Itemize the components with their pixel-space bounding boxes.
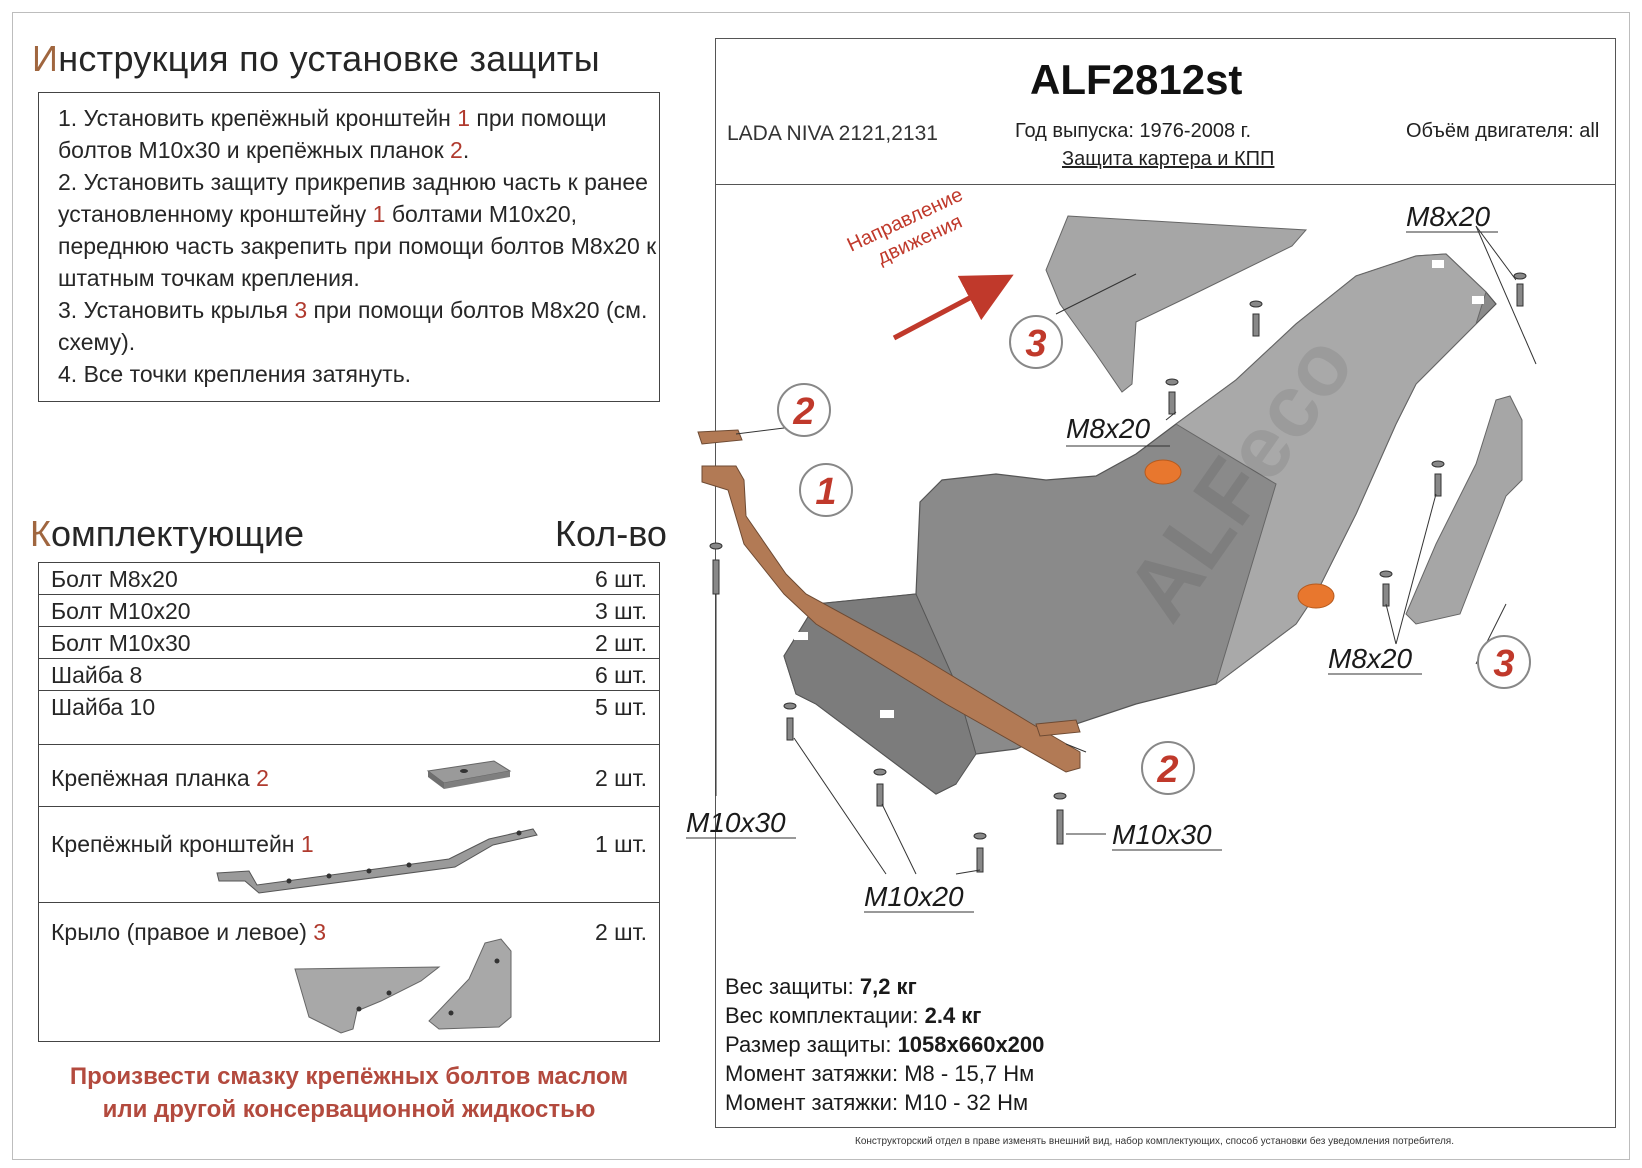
car-model: LADA NIVA 2121,2131 (727, 122, 938, 145)
lubrication-note: Произвести смазку крепёжных болтов масло… (69, 1063, 629, 1123)
bolt-label: M8x20 (1406, 201, 1490, 232)
specifications: Вес защиты: 7,2 кг Вес комплектации: 2.4… (725, 972, 1044, 1117)
table-row: Шайба 8 6 шт. (39, 659, 659, 691)
instruction-step: 1. Установить крепёжный кронштейн 1 при … (58, 105, 607, 163)
table-row: Болт М10х20 3 шт. (39, 595, 659, 627)
plate-thumbnail (426, 760, 512, 789)
part-name: Болт М10х30 (51, 630, 191, 656)
table-row: Крепёжная планка 2 2 шт. (39, 745, 659, 807)
instructions-box (38, 92, 660, 402)
product-subtitle: Защита картера и КПП (1062, 148, 1275, 170)
table-row: Болт М10х30 2 шт. (39, 627, 659, 659)
part-name: Болт М10х20 (51, 598, 191, 624)
part-name: Болт М8х20 (51, 566, 178, 592)
spec-size: Размер защиты: 1058х660х200 (725, 1032, 1045, 1057)
callout: 1 2 2 3 3 (777, 315, 1531, 795)
wing-right (1405, 395, 1523, 625)
wing-left (1045, 215, 1308, 393)
mounting-plate (1035, 719, 1081, 737)
page-frame (12, 12, 1630, 1160)
leader-lines (715, 225, 1537, 875)
spec-torque-m10: Момент затяжки: М10 - 32 Нм (725, 1090, 1029, 1115)
header-divider (716, 184, 1615, 185)
drain-pad (1144, 459, 1182, 485)
part-qty: 6 шт. (594, 662, 647, 688)
skid-plate (783, 253, 1497, 798)
part-qty: 3 шт. (594, 598, 647, 624)
table-row: Шайба 10 5 шт. (39, 691, 659, 745)
part-name: Крепёжный кронштейн 1 (51, 831, 314, 857)
part-qty: 1 шт. (594, 831, 647, 857)
bracket-thumbnail (216, 828, 538, 894)
instruction-step: 3. Установить крылья 3 при помощи болтов… (58, 297, 648, 355)
instruction-step: 2. Установить защиту прикрепив заднюю ча… (58, 169, 657, 291)
part-qty: 6 шт. (594, 566, 647, 592)
callout-number: 3 (1493, 643, 1514, 685)
disclaimer: Конструкторский отдел в праве изменять в… (855, 1136, 1454, 1147)
spec-kit-weight: Вес комплектации: 2.4 кг (725, 1003, 982, 1028)
part-name: Крепёжная планка 2 (51, 765, 269, 791)
parts-table: Болт М8х20 6 шт. Болт М10х20 3 шт. Болт … (38, 562, 660, 1042)
engine-volume: Объём двигателя: all (1406, 120, 1600, 142)
instructions-list: 1. Установить крепёжный кронштейн 1 при … (58, 102, 658, 390)
callout-number: 2 (792, 391, 814, 433)
production-years: Год выпуска: 1976-2008 г. (1015, 120, 1252, 142)
spec-torque-m8: Момент затяжки: М8 - 15,7 Нм (725, 1061, 1035, 1086)
spec-weight: Вес защиты: 7,2 кг (725, 974, 917, 999)
callout-number: 3 (1025, 323, 1046, 365)
bolt-label: M8x20 (1328, 643, 1412, 674)
fasteners (709, 272, 1527, 873)
callout-number: 2 (1156, 749, 1178, 791)
parts-title: Комплектующие (30, 513, 305, 554)
instruction-step: 4. Все точки крепления затянуть. (58, 361, 412, 387)
drain-pad (1297, 583, 1335, 609)
part-name: Крыло (правое и левое) 3 (51, 919, 327, 945)
bolt-label: M10x20 (864, 881, 964, 912)
bolt-label: M8x20 (1066, 413, 1150, 444)
bolt-label: M10x30 (1112, 819, 1212, 850)
table-row: Крепёжный кронштейн 1 1 шт. (39, 807, 659, 903)
product-code: ALF2812st (1030, 56, 1243, 103)
direction-indicator: Направление движения (844, 184, 967, 269)
qty-header: Кол-во (555, 513, 667, 554)
installation-diagram: Направление движения ALFeco (686, 184, 1537, 913)
part-name: Шайба 8 (51, 662, 143, 688)
instructions-title: Инструкция по установке защиты (32, 38, 600, 79)
table-row: Крыло (правое и левое) 3 2 шт. (39, 903, 659, 1041)
part-qty: 2 шт. (594, 630, 647, 656)
mounting-plate (697, 429, 743, 445)
part-qty: 5 шт. (594, 694, 647, 720)
part-qty: 2 шт. (594, 919, 647, 945)
direction-arrow (892, 274, 1014, 341)
bracket (701, 465, 1081, 773)
part-qty: 2 шт. (594, 765, 647, 791)
bolt-label: M10x30 (686, 807, 786, 838)
callout-number: 1 (815, 471, 836, 513)
table-row: Болт М8х20 6 шт. (39, 563, 659, 595)
wings-thumbnail (294, 938, 512, 1034)
part-name: Шайба 10 (51, 694, 156, 720)
